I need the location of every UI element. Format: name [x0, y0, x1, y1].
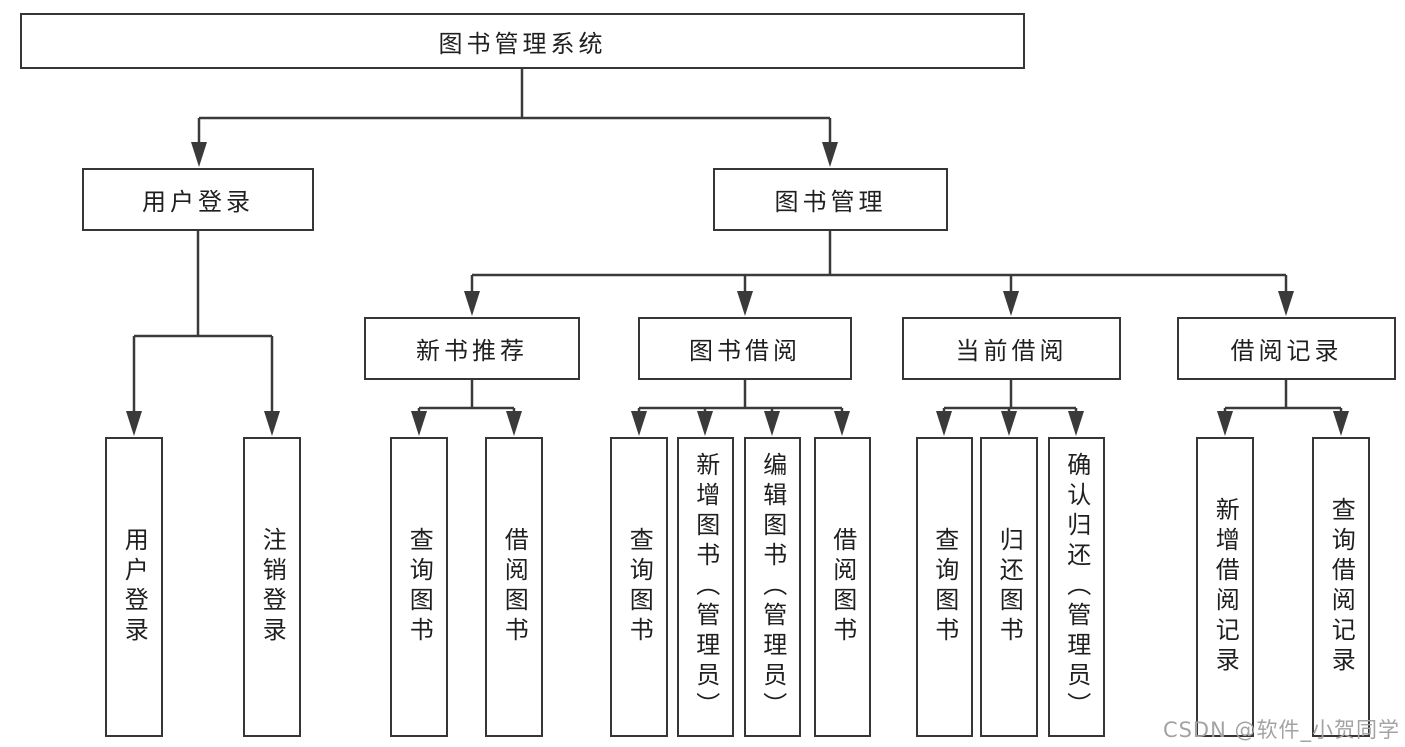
node-label: 编辑图书（管理员） [758, 452, 787, 722]
arrow-icon [936, 411, 952, 436]
leaf-borrow-books-recommend: 借阅图书 [485, 437, 543, 737]
connector-userlogin-to-leaves [132, 231, 274, 415]
node-book-borrowing: 图书借阅 [638, 317, 852, 380]
arrow-icon [1333, 411, 1349, 436]
node-label: 查询图书 [405, 527, 434, 647]
node-label: 当前借阅 [955, 337, 1068, 365]
arrow-icon [191, 142, 207, 167]
node-label: 新增图书（管理员） [691, 452, 720, 722]
leaf-borrow-books: 借阅图书 [814, 437, 871, 737]
leaf-user-login: 用户登录 [105, 437, 163, 737]
node-label: 归还图书 [995, 527, 1024, 647]
leaf-query-books-current: 查询图书 [916, 437, 973, 737]
node-label: 图书管理 [774, 188, 887, 216]
node-label: 借阅图书 [500, 527, 529, 647]
connector-currentborrow-to-leaves [942, 380, 1078, 416]
arrow-icon [1068, 411, 1084, 436]
arrow-icon [126, 411, 142, 436]
arrow-icon [737, 291, 753, 316]
node-label: 查询图书 [625, 527, 654, 647]
connector-root-to-level2 [197, 69, 832, 146]
node-label: 查询图书 [930, 527, 959, 647]
arrow-icon [1001, 411, 1017, 436]
arrow-icon [264, 411, 280, 436]
node-borrowing-records: 借阅记录 [1177, 317, 1396, 380]
leaf-query-books-recommend: 查询图书 [390, 437, 448, 737]
node-new-book-recommend: 新书推荐 [364, 317, 580, 380]
node-book-management: 图书管理 [713, 168, 948, 231]
arrow-icon [834, 411, 850, 436]
leaf-logout: 注销登录 [243, 437, 301, 737]
leaf-query-borrow-record: 查询借阅记录 [1312, 437, 1370, 737]
node-label: 图书管理系统 [438, 29, 607, 58]
leaf-return-books: 归还图书 [980, 437, 1038, 737]
arrowheads [126, 142, 1349, 436]
arrow-icon [411, 411, 427, 436]
node-user-login: 用户登录 [82, 168, 314, 231]
arrow-icon [764, 411, 780, 436]
node-label: 新书推荐 [416, 337, 528, 365]
node-label: 用户登录 [142, 188, 254, 216]
node-label: 图书借阅 [689, 337, 801, 365]
arrow-icon [464, 291, 480, 316]
connector-newbook-to-leaves [417, 380, 516, 416]
connector-bookmgmt-to-level3 [470, 231, 1288, 295]
node-label: 用户登录 [120, 527, 149, 647]
leaf-add-books-admin: 新增图书（管理员） [677, 437, 734, 737]
csdn-watermark: CSDN @软件_小贺同学 [1162, 718, 1400, 742]
connector-bookborrow-to-leaves [637, 380, 844, 416]
node-library-management-system: 图书管理系统 [20, 13, 1025, 69]
connector-borrowrecords-to-leaves [1223, 380, 1343, 416]
arrow-icon [697, 411, 713, 436]
node-label: 查询借阅记录 [1327, 497, 1356, 677]
node-label: 借阅记录 [1230, 337, 1343, 365]
node-label: 新增借阅记录 [1211, 497, 1240, 677]
arrow-icon [506, 411, 522, 436]
leaf-edit-books-admin: 编辑图书（管理员） [744, 437, 801, 737]
arrow-icon [1278, 291, 1294, 316]
node-label: 借阅图书 [828, 527, 857, 647]
arrow-icon [631, 411, 647, 436]
leaf-query-books-borrowing: 查询图书 [610, 437, 668, 737]
leaf-confirm-return-admin: 确认归还（管理员） [1048, 437, 1105, 737]
node-label: 确认归还（管理员） [1062, 452, 1091, 722]
arrow-icon [822, 142, 838, 167]
arrow-icon [1003, 291, 1019, 316]
leaf-add-borrow-record: 新增借阅记录 [1196, 437, 1254, 737]
node-current-borrowing: 当前借阅 [902, 317, 1121, 380]
node-label: 注销登录 [258, 527, 287, 647]
arrow-icon [1217, 411, 1233, 436]
